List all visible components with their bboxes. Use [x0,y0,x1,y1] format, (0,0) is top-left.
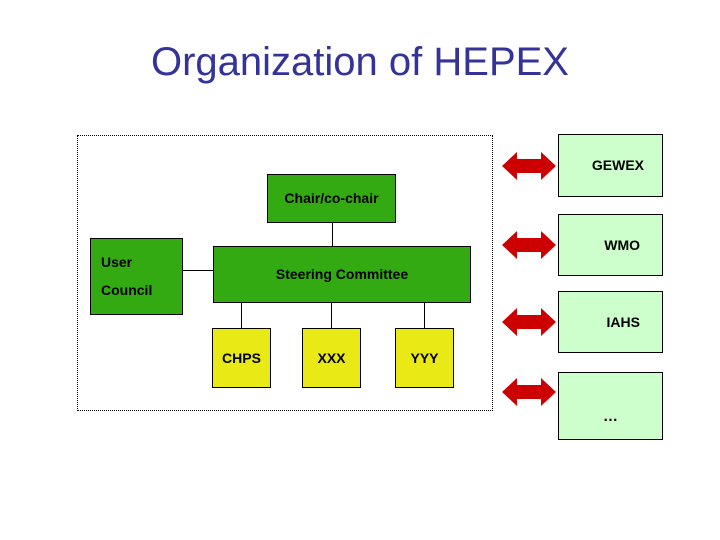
node-chps[interactable]: CHPS [212,328,271,388]
node-iahs[interactable]: IAHS [558,291,663,353]
node-xxx[interactable]: XXX [302,328,361,388]
hepex-scope-dotted-frame [77,135,493,411]
double-arrow-icon-gewex [502,149,556,183]
connector-chair-to-steering [332,222,333,247]
connector-steering-to-yyy [424,302,425,329]
page-title: Organization of HEPEX [151,40,569,84]
node-user-council[interactable]: User Council [90,238,183,315]
double-arrow-icon-wmo [502,228,556,262]
node-user-council-line2: Council [101,281,153,298]
node-yyy[interactable]: YYY [395,328,454,388]
node-wmo[interactable]: WMO [558,214,663,276]
node-chair-co-chair[interactable]: Chair/co-chair [267,174,396,223]
connector-user-council-to-steering [183,270,214,271]
node-gewex[interactable]: GEWEX [558,134,663,197]
double-arrow-icon-iahs [502,305,556,339]
double-arrow-icon-etc [502,375,556,409]
node-steering-committee[interactable]: Steering Committee [213,246,471,303]
node-etcetera[interactable]: … [558,372,663,440]
node-user-council-line1: User [101,254,133,271]
connector-steering-to-chps [241,302,242,329]
connector-steering-to-xxx [331,302,332,329]
